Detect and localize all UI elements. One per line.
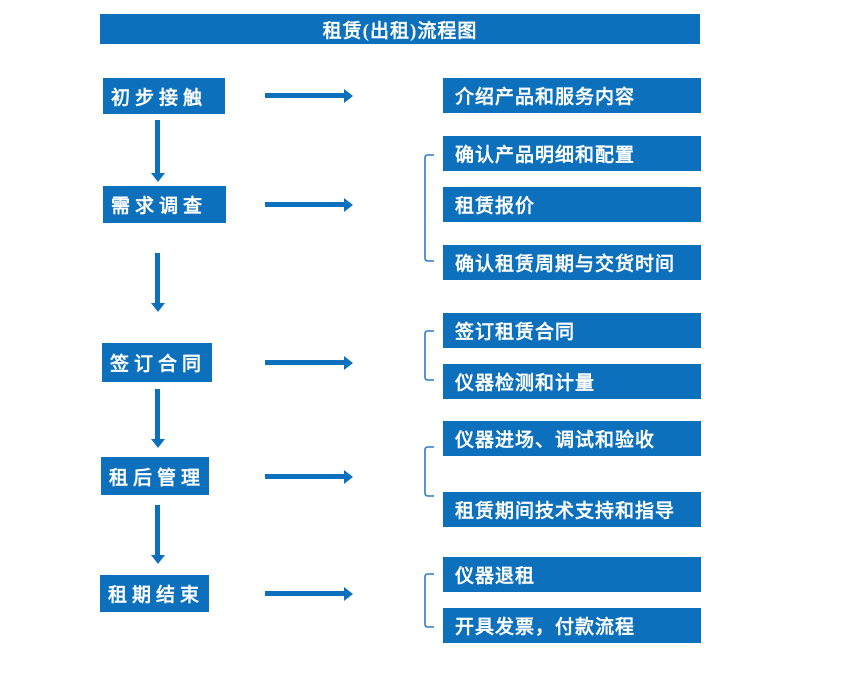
bracket-group-4 xyxy=(424,446,434,497)
right-arrow-5 xyxy=(265,586,353,601)
bracket-group-3 xyxy=(424,330,434,381)
detail-box-confirm-rental-period: 确认租赁周期与交货时间 xyxy=(443,245,701,280)
step-box-demand-survey: 需求调查 xyxy=(103,186,226,223)
detail-box-confirm-product-details: 确认产品明细和配置 xyxy=(443,136,701,171)
bracket-group-2 xyxy=(424,154,434,262)
right-arrow-1 xyxy=(265,88,353,103)
step-box-lease-end: 租期结束 xyxy=(100,575,209,612)
detail-box-instrument-return: 仪器退租 xyxy=(443,557,701,592)
detail-box-invoice-payment: 开具发票，付款流程 xyxy=(443,608,701,643)
bracket-group-5 xyxy=(424,573,434,628)
down-arrow-2 xyxy=(150,253,165,312)
flowchart-title: 租赁(出租)流程图 xyxy=(100,14,700,44)
detail-box-technical-support: 租赁期间技术支持和指导 xyxy=(443,492,701,527)
detail-box-sign-rental-contract: 签订租赁合同 xyxy=(443,313,701,348)
down-arrow-3 xyxy=(150,389,165,448)
right-arrow-2 xyxy=(265,197,353,212)
detail-box-rental-quotation: 租赁报价 xyxy=(443,187,701,222)
detail-box-instrument-testing: 仪器检测和计量 xyxy=(443,364,701,399)
right-arrow-4 xyxy=(265,469,353,484)
down-arrow-1 xyxy=(150,120,165,182)
down-arrow-4 xyxy=(150,505,165,564)
right-arrow-3 xyxy=(265,355,353,370)
step-box-post-rental-management: 租后管理 xyxy=(101,457,209,495)
step-box-initial-contact: 初步接触 xyxy=(103,78,225,114)
step-box-sign-contract: 签订合同 xyxy=(102,343,212,382)
detail-box-instrument-setup: 仪器进场、调试和验收 xyxy=(443,421,701,456)
detail-box-introduce-products: 介绍产品和服务内容 xyxy=(443,78,701,113)
